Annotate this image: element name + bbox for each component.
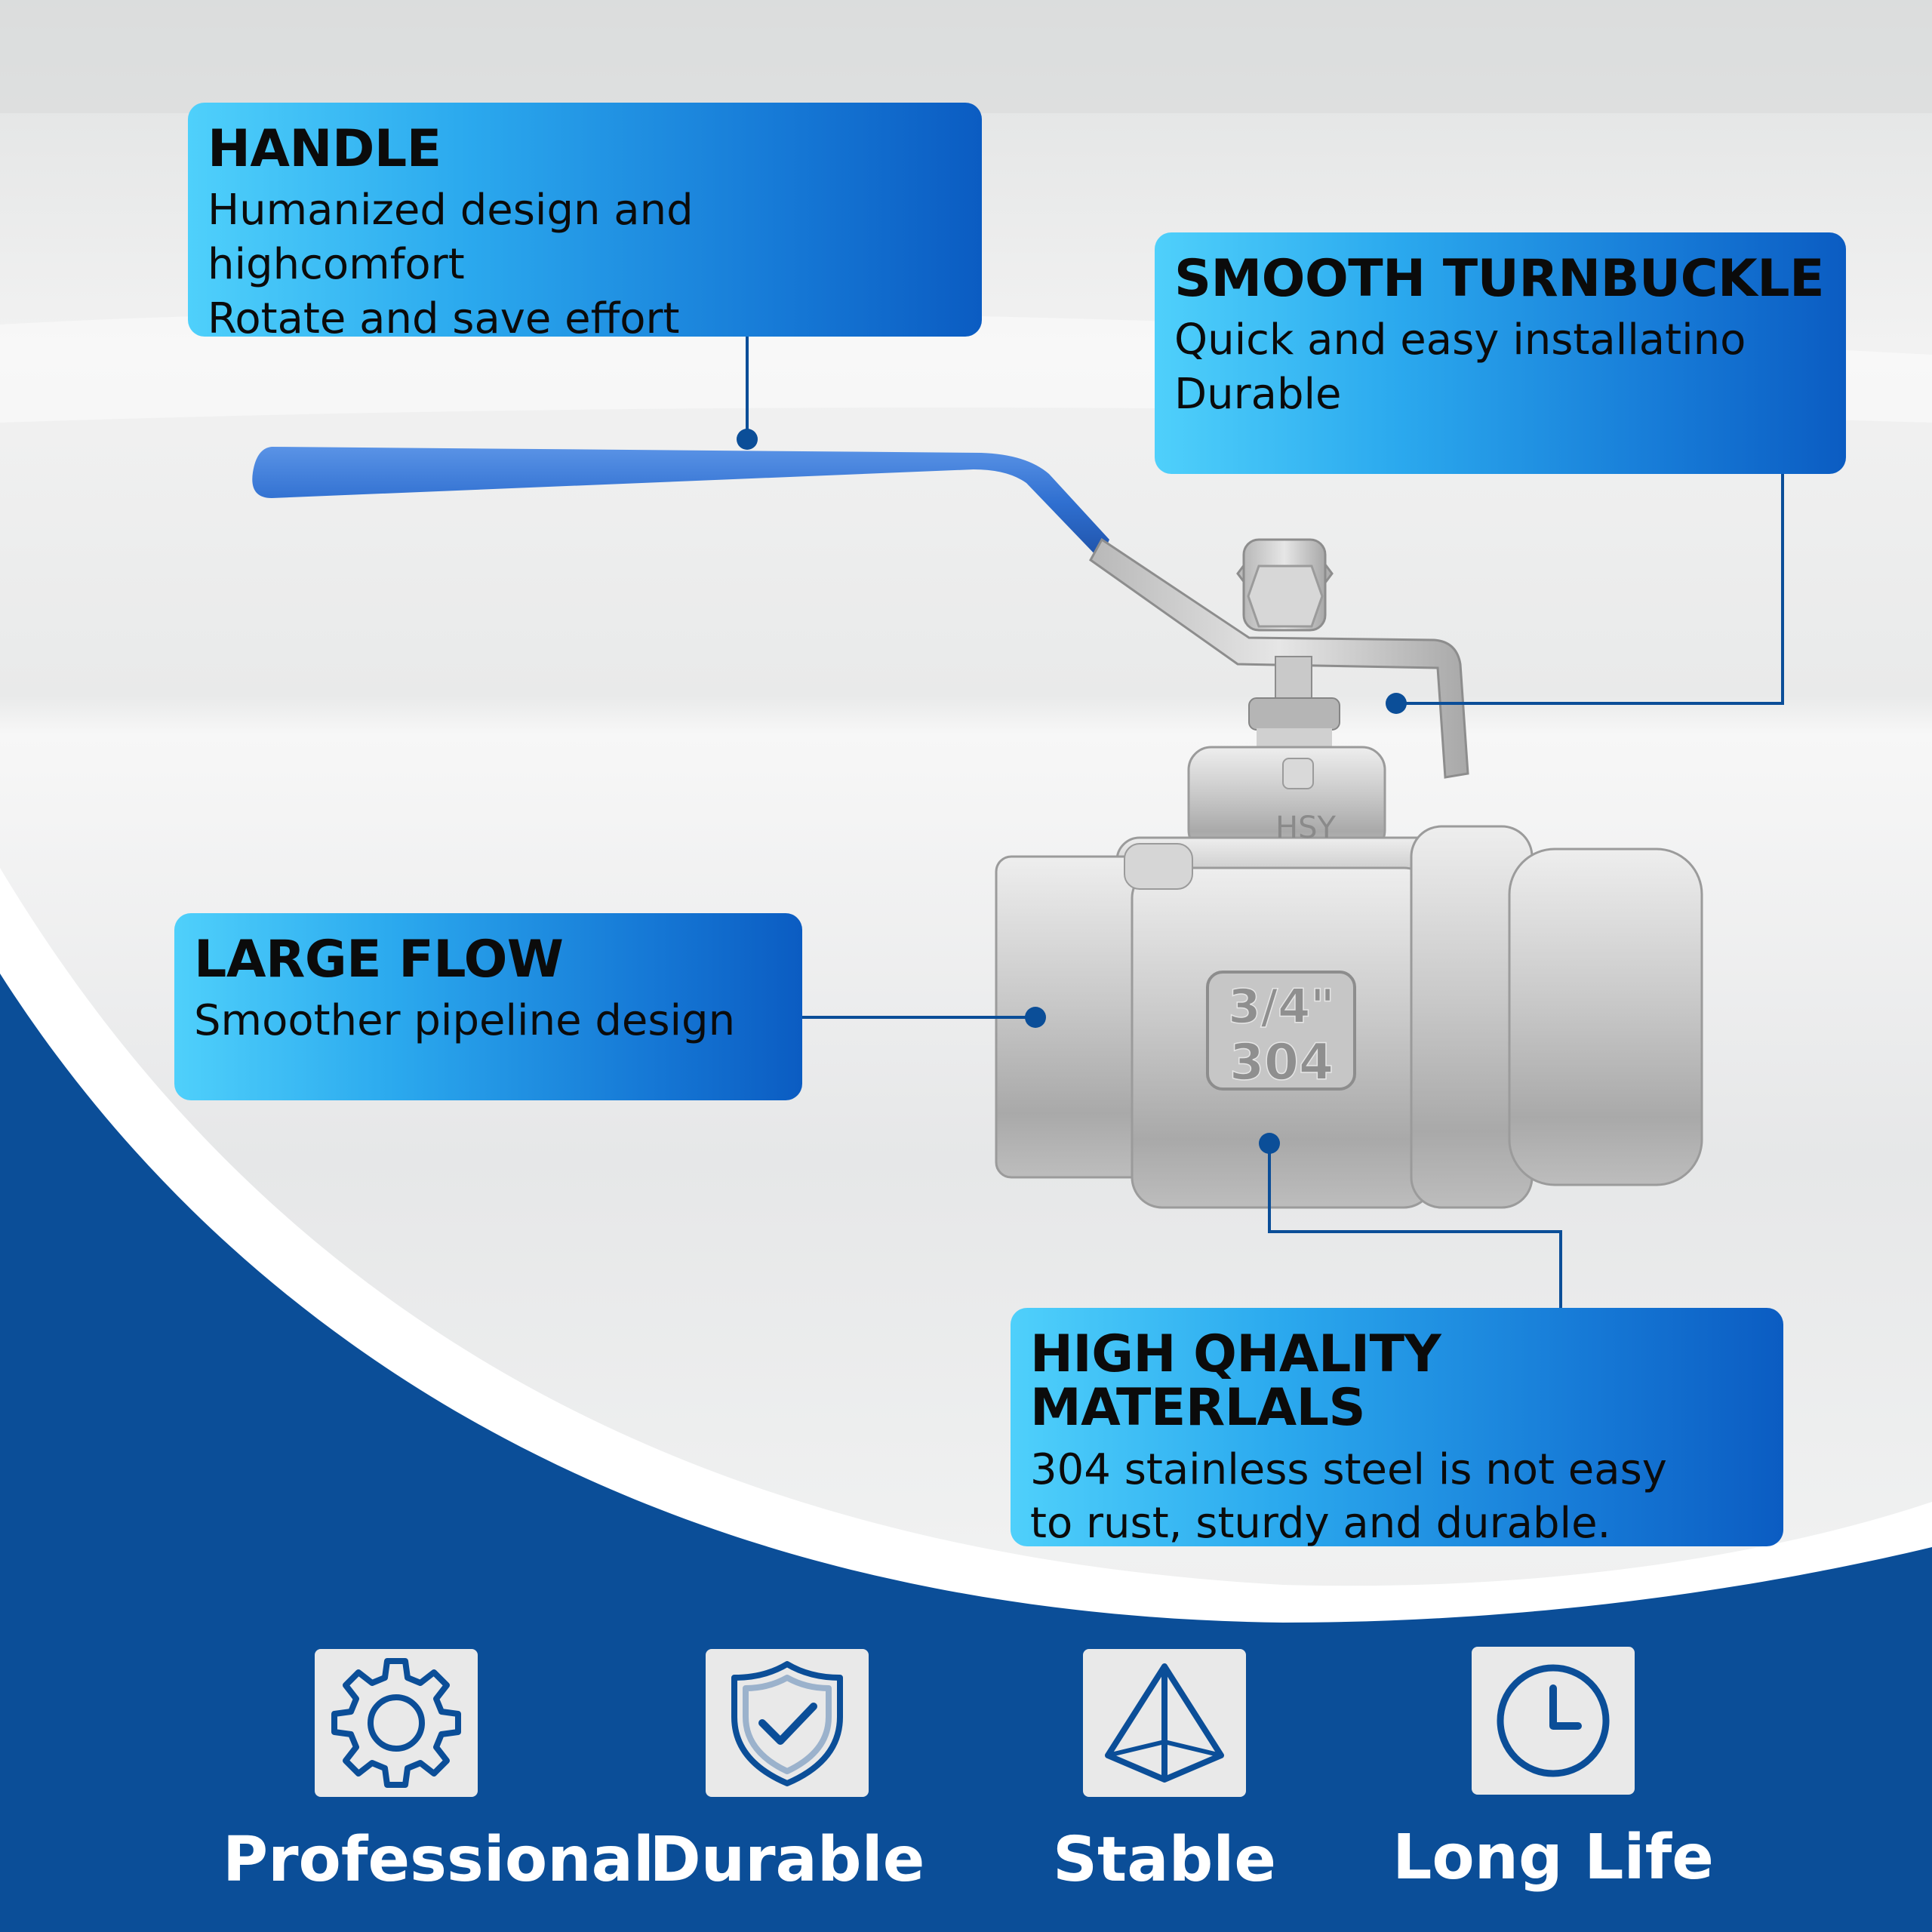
callout-smooth-turnbuckle: SMOOTH TURNBUCKLE Quick and easy install… xyxy=(1155,232,1846,474)
callout-turnbuckle-line-2: Durable xyxy=(1174,370,1342,420)
callout-flow-title: LARGE FLOW xyxy=(194,930,564,989)
feature-long-life-tile xyxy=(1472,1647,1635,1795)
feature-long-life: Long Life xyxy=(1380,1647,1727,1894)
feature-professional-tile xyxy=(315,1649,478,1797)
callout-large-flow: LARGE FLOW Smoother pipeline design xyxy=(174,913,802,1100)
callout-materials-title: HIGH QHALITY MATERLALS xyxy=(1030,1324,1441,1438)
feature-stable-label: Stable xyxy=(1052,1824,1276,1896)
feature-durable-tile xyxy=(706,1649,869,1797)
blue-wave-background xyxy=(0,974,1932,1932)
feature-stable: Stable xyxy=(991,1649,1338,1896)
callout-flow-line-1: Smoother pipeline design xyxy=(194,996,736,1046)
feature-durable: Durable xyxy=(614,1649,961,1896)
callout-handle-line-1: Humanized design and highcomfort xyxy=(208,186,694,290)
callout-turnbuckle-title: SMOOTH TURNBUCKLE xyxy=(1174,249,1825,309)
callout-turnbuckle-line-1: Quick and easy installatino xyxy=(1174,315,1746,365)
background-shade xyxy=(0,0,1932,113)
gear-icon xyxy=(331,1658,461,1788)
feature-professional: Professional xyxy=(223,1649,655,1896)
callout-materials-line-1: 304 stainless steel is not easy xyxy=(1030,1444,1667,1494)
size-marking: 3/4" xyxy=(1228,979,1334,1034)
pyramid-icon xyxy=(1105,1663,1224,1783)
grade-marking: 304 xyxy=(1229,1033,1334,1091)
callout-materials-line-2: to rust, sturdy and durable. xyxy=(1030,1499,1611,1549)
callout-high-quality-materials: HIGH QHALITY MATERLALS 304 stainless ste… xyxy=(1011,1308,1783,1548)
connector-lines xyxy=(746,332,1784,1309)
feature-stable-tile xyxy=(1083,1649,1246,1797)
feature-durable-label: Durable xyxy=(649,1824,925,1896)
callout-handle: HANDLE Humanized design and highcomfort … xyxy=(188,103,982,343)
feature-long-life-label: Long Life xyxy=(1392,1822,1714,1894)
brand-marking: HSY xyxy=(1275,811,1336,845)
clock-icon xyxy=(1497,1664,1610,1777)
callout-handle-line-2: Rotate and save effort xyxy=(208,294,680,343)
connector-dots xyxy=(737,429,1407,1154)
shield-check-icon xyxy=(731,1661,843,1786)
feature-professional-label: Professional xyxy=(223,1824,655,1896)
callout-handle-title: HANDLE xyxy=(208,119,441,179)
valve-body: HSY 3/4" 304 xyxy=(995,746,1703,1209)
